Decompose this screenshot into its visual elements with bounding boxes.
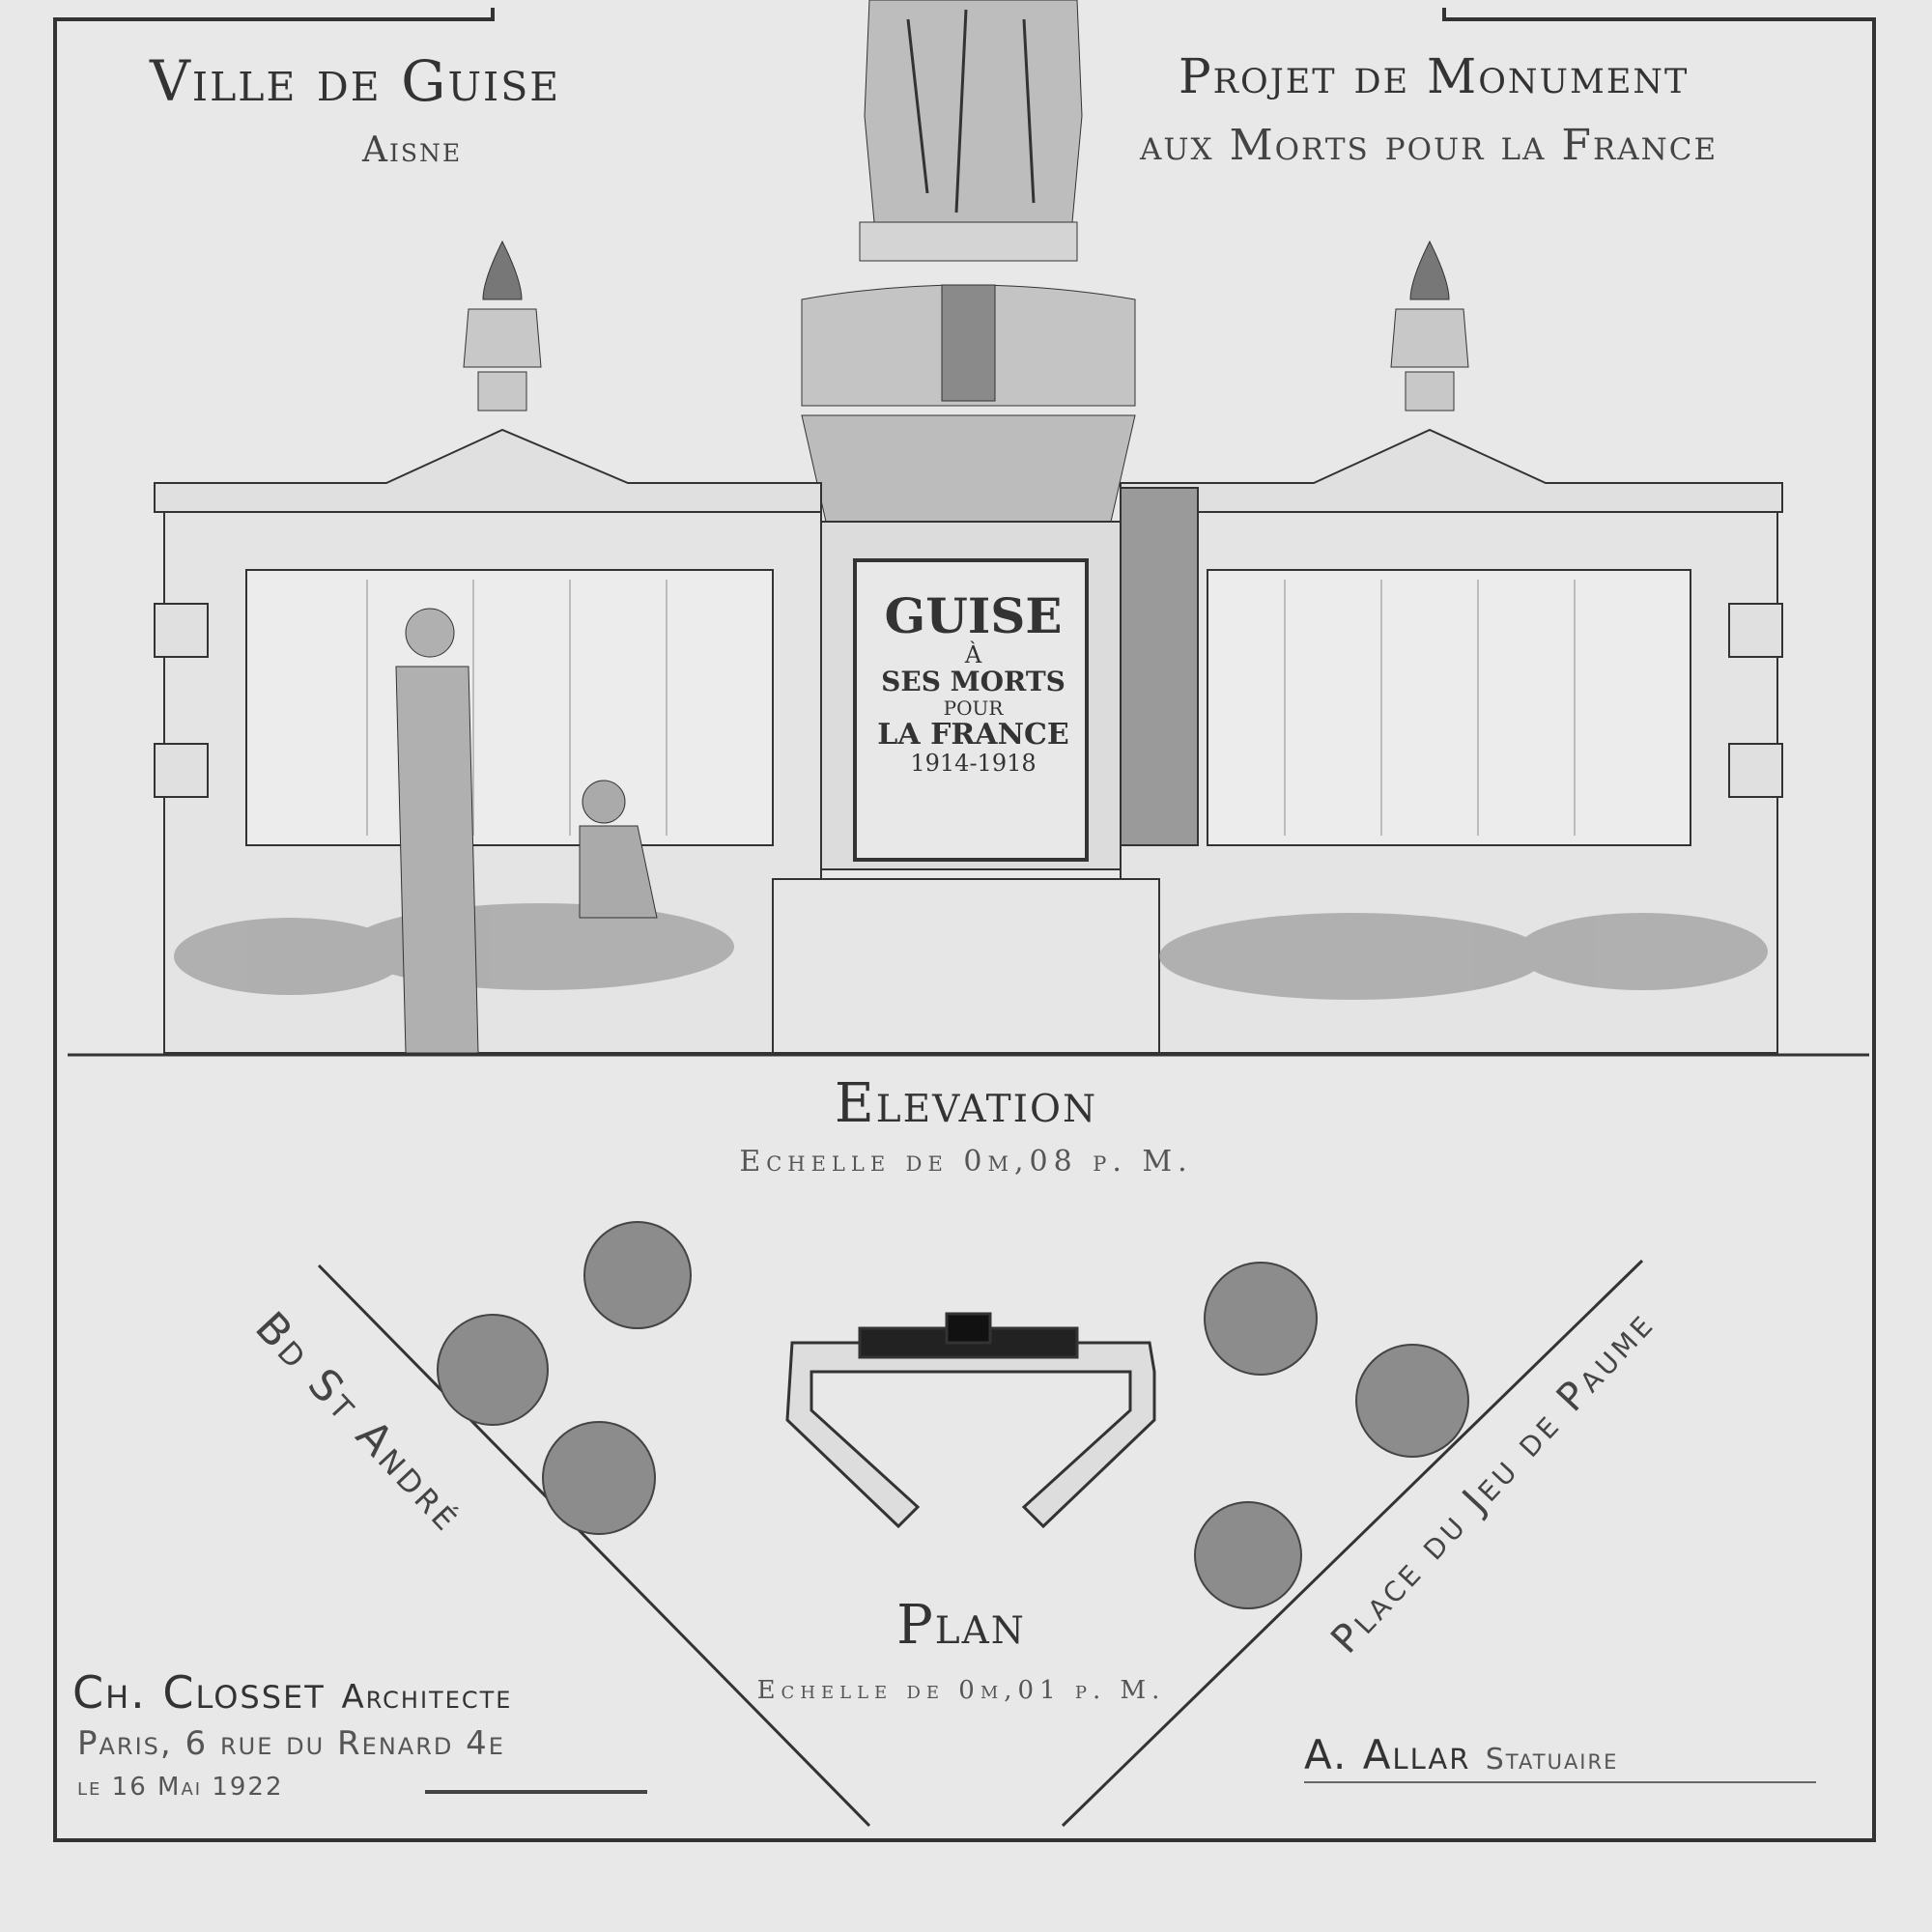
tree bbox=[583, 1221, 692, 1329]
architect-name: Ch. Closset bbox=[72, 1666, 326, 1719]
sculptor-role: Statuaire bbox=[1485, 1743, 1619, 1776]
tree bbox=[437, 1314, 549, 1426]
tree bbox=[1194, 1501, 1302, 1609]
architect-role: Architecte bbox=[341, 1678, 513, 1717]
urn-right bbox=[1390, 240, 1469, 412]
tablet-line: À bbox=[964, 641, 982, 668]
tree bbox=[542, 1421, 656, 1535]
elevation-scale: Echelle de 0m,08 p. M. bbox=[739, 1145, 1193, 1179]
tree bbox=[1355, 1344, 1469, 1458]
town-title: Ville de Guise bbox=[150, 48, 561, 114]
architect-signature: Ch. Closset Architecte bbox=[72, 1666, 512, 1719]
tablet-line: 1914-1918 bbox=[910, 750, 1037, 778]
urn-left bbox=[463, 240, 542, 412]
visitor-child bbox=[579, 780, 658, 919]
tree bbox=[1204, 1262, 1318, 1376]
elevation-title: Elevation bbox=[834, 1072, 1098, 1135]
sculptor-name: A. Allar bbox=[1304, 1731, 1471, 1778]
architect-address: Paris, 6 rue du Renard 4e bbox=[77, 1724, 505, 1763]
memorial-tablet: GUISE À SES MORTS POUR LA FRANCE 1914-19… bbox=[860, 565, 1087, 855]
frame bbox=[53, 8, 1876, 1842]
trees bbox=[437, 1221, 1469, 1609]
tablet-line: POUR bbox=[943, 696, 1004, 721]
department-label: Aisne bbox=[362, 130, 463, 170]
name-panel-lines bbox=[366, 580, 1576, 836]
tablet-line: LA FRANCE bbox=[877, 718, 1069, 753]
architect-date: le 16 Mai 1922 bbox=[77, 1773, 284, 1802]
sculptor-signature: A. Allar Statuaire bbox=[1304, 1731, 1618, 1778]
tablet-line: SES MORTS bbox=[881, 666, 1065, 698]
tablet-line: GUISE bbox=[884, 587, 1063, 644]
plan-monument bbox=[785, 1312, 1156, 1529]
plan-scale: Echelle de 0m,01 p. M. bbox=[756, 1676, 1166, 1705]
statue bbox=[801, 0, 1136, 523]
project-title: Projet de Monument bbox=[1179, 48, 1690, 104]
visitor-woman bbox=[395, 608, 479, 1054]
plan-title: Plan bbox=[896, 1594, 1026, 1657]
project-subtitle: aux Morts pour la France bbox=[1140, 121, 1719, 170]
plan-roads bbox=[317, 1259, 1644, 1828]
